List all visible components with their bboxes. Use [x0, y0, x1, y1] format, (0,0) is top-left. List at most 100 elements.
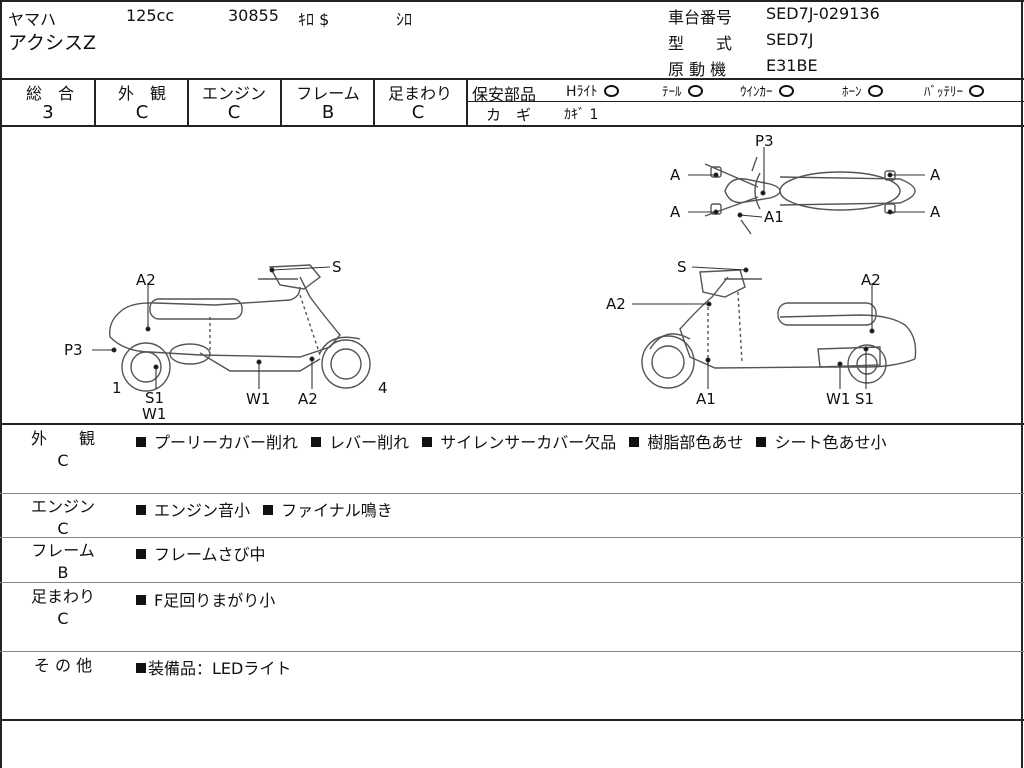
grade-suspension-label: 足まわり	[387, 84, 452, 103]
label-left-4: 4	[378, 379, 388, 397]
label-right-a2: A2	[606, 295, 626, 313]
safety-label: 保安部品	[472, 85, 537, 104]
remark-suspension-grade: C	[57, 609, 69, 628]
bullet-icon	[422, 437, 433, 447]
remark-item: シート色あせ小	[774, 433, 887, 452]
horn-label: ﾎｰﾝ	[842, 85, 862, 100]
col-sep-3	[280, 78, 282, 126]
grade-frame-label: フレーム	[296, 84, 360, 103]
remark-exterior-grade: C	[57, 451, 69, 470]
headlight-item: Hﾗｲﾄ	[566, 81, 619, 101]
ok-circle-icon	[778, 85, 794, 97]
remarks-sep-3	[0, 582, 1024, 583]
ok-circle-icon	[867, 85, 883, 97]
col-sep-4	[373, 78, 375, 126]
grade-engine-label: エンジン	[201, 84, 266, 103]
remark-engine-items: エンジン音小 ファイナル鳴き	[136, 497, 393, 521]
mileage-unit: ｷﾛ $	[298, 10, 330, 29]
safety-row-sep	[466, 101, 1024, 102]
frame-left	[0, 0, 2, 768]
mileage: 30855	[228, 6, 279, 25]
remark-other-label-block: そ の 他	[28, 655, 98, 677]
horn-item: ﾎｰﾝ	[842, 81, 883, 100]
remarks-bottom	[0, 719, 1024, 721]
label-a1-top: A1	[764, 208, 784, 226]
grade-total: 3	[42, 102, 54, 123]
scooter-right-view	[641, 269, 917, 389]
key-value: ｶｷﾞ 1	[564, 107, 599, 123]
grade-frame: B	[321, 102, 335, 123]
label-right-s: S	[677, 258, 687, 276]
remark-frame-label: フレーム	[31, 541, 95, 560]
remark-other-items: 装備品：LEDライト	[136, 655, 291, 679]
label-left-1: 1	[112, 379, 122, 397]
winker-label: ｳｲﾝｶｰ	[740, 85, 773, 100]
remark-exterior-label: 外 観	[30, 429, 95, 448]
grade-engine: C	[227, 102, 241, 123]
bullet-icon	[629, 437, 640, 447]
bullet-icon	[136, 505, 146, 515]
frame-right	[1021, 0, 1023, 768]
ok-circle-icon	[969, 85, 984, 97]
remark-item: プーリーカバー削れ	[154, 433, 299, 452]
bullet-icon	[263, 505, 274, 515]
label-left-a2: A2	[136, 271, 156, 289]
frame-no: SED7J-029136	[766, 4, 880, 23]
label-right-w1: W1	[826, 390, 850, 408]
winker-item: ｳｲﾝｶｰ	[740, 81, 794, 100]
type-value: SED7J	[766, 30, 814, 49]
bullet-icon	[136, 437, 146, 447]
battery-item: ﾊﾞｯﾃﾘｰ	[924, 81, 984, 100]
remark-suspension-label: 足まわり	[30, 587, 95, 606]
color: ｼﾛ	[396, 10, 413, 29]
grade-table-bottom	[0, 125, 1024, 127]
model-name: アクシスZ	[8, 32, 97, 54]
label-a-bottom-left: A	[670, 203, 681, 221]
frame-no-label: 車台番号	[668, 8, 733, 27]
key-label: カ ギ	[486, 106, 532, 124]
col-sep-1	[94, 78, 96, 126]
remark-frame-items: フレームさび中	[136, 541, 266, 565]
remarks-top	[0, 423, 1024, 425]
remark-engine-label-block: エンジン C	[28, 496, 98, 540]
scooter-left-view	[109, 264, 371, 392]
scooter-diagram: P3 A A A1 A A A2 S P3 1 S1 W1 W1 A2 4 S …	[64, 132, 941, 423]
remark-item: 装備品：LEDライト	[148, 659, 292, 678]
remark-exterior-items: プーリーカバー削れ レバー削れ サイレンサーカバー欠品 樹脂部色あせ シート色あ…	[136, 429, 886, 453]
label-left-p3: P3	[64, 341, 83, 359]
remark-item: サイレンサーカバー欠品	[440, 433, 617, 452]
type-label: 型 式	[668, 34, 733, 53]
battery-label: ﾊﾞｯﾃﾘｰ	[924, 85, 963, 100]
bullet-icon	[136, 549, 146, 559]
remark-suspension-label-block: 足まわり C	[28, 586, 98, 630]
remark-item: エンジン音小	[154, 501, 251, 520]
remark-frame-label-block: フレーム B	[28, 540, 98, 584]
remark-item: F足回りまがり小	[154, 591, 276, 610]
remarks-sep-1	[0, 493, 1024, 494]
remarks-sep-2	[0, 537, 1024, 538]
remark-engine-grade: C	[57, 519, 69, 538]
remark-engine-label: エンジン	[30, 497, 95, 516]
label-left-s1: S1	[145, 389, 164, 407]
ok-circle-icon	[687, 85, 703, 97]
col-sep-2	[187, 78, 189, 126]
remark-item: 樹脂部色あせ	[647, 433, 744, 452]
taillight-item: ﾃｰﾙ	[662, 81, 703, 100]
remark-other-label: そ の 他	[33, 656, 93, 675]
label-a-top-right: A	[930, 166, 941, 184]
headlight-label: Hﾗｲﾄ	[566, 84, 598, 100]
label-p3-top: P3	[755, 132, 774, 150]
maker: ヤマハ	[8, 10, 57, 29]
bullet-icon	[136, 663, 146, 673]
bullet-icon	[136, 595, 146, 605]
label-left-a2-bottom: A2	[298, 390, 318, 408]
ok-circle-icon	[603, 85, 619, 97]
remark-exterior-label-block: 外 観 C	[28, 428, 98, 472]
col-sep-5	[466, 78, 468, 126]
frame-top	[0, 0, 1024, 2]
label-a-bottom-right: A	[930, 203, 941, 221]
label-right-s1: S1	[855, 390, 874, 408]
remark-item: ファイナル鳴き	[281, 501, 393, 520]
grade-total-label: 総 合	[25, 84, 74, 103]
label-a-top-left: A	[670, 166, 681, 184]
